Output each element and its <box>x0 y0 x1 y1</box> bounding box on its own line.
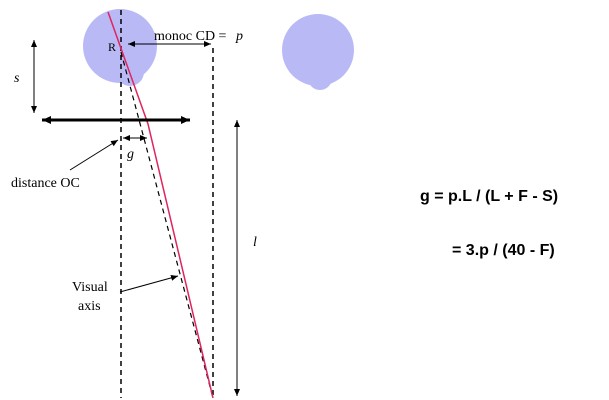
dashed-diagonal <box>120 51 214 399</box>
formula-line-1: g = p.L / (L + F - S) <box>420 188 558 205</box>
label-axis: axis <box>78 299 101 314</box>
label-s: s <box>14 71 20 86</box>
visual-axis-pointer <box>119 274 179 293</box>
right-eye <box>282 14 354 90</box>
label-distance-oc: distance OC <box>11 176 80 191</box>
distance-oc-pointer <box>69 139 119 171</box>
label-p: p <box>235 29 243 44</box>
label-R: R <box>108 40 116 54</box>
label-g: g <box>127 147 134 162</box>
label-visual: Visual <box>72 280 108 295</box>
label-monoc-cd: monoc CD = <box>154 29 227 44</box>
formula-line-2: = 3.p / (40 - F) <box>452 242 555 259</box>
label-l: l <box>253 235 257 250</box>
visual-axis-line <box>107 11 214 399</box>
